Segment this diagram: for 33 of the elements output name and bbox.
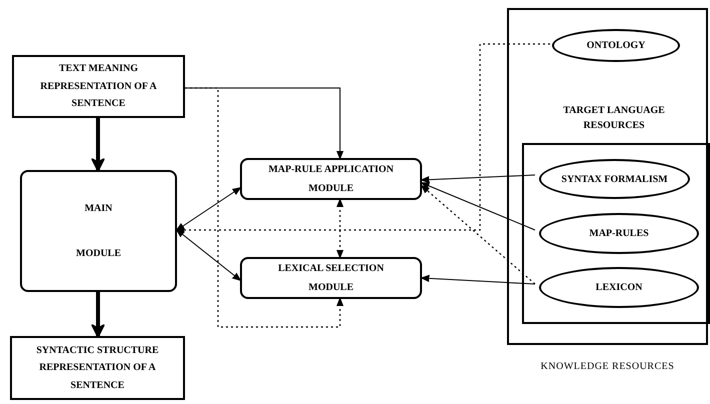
resource-ellipse (539, 159, 690, 199)
group-heading: KNOWLEDGE RESOURCES (540, 360, 676, 374)
node-label: TEXT MEANING REPRESENTATION OF A SENTENCE (39, 62, 158, 112)
arrow (176, 43, 550, 234)
arrow (420, 182, 536, 230)
arrow (336, 198, 344, 258)
node-label: LEXICON (594, 281, 644, 295)
process-box (10, 336, 185, 400)
arrow (90, 118, 106, 172)
node-label: MODULE (75, 247, 122, 262)
arrow (184, 88, 344, 160)
node-label: SYNTACTIC STRUCTURE REPRESENTATION OF A SENTENCE (35, 344, 160, 393)
node-label: MAP-RULES (588, 227, 650, 241)
arrow (420, 274, 536, 284)
arrow (420, 174, 536, 184)
arrow (176, 229, 242, 281)
module-box (240, 158, 422, 200)
node-label: SYNTAX FORMALISM (560, 172, 669, 186)
resource-ellipse (552, 29, 680, 62)
resource-ellipse (539, 267, 699, 308)
arrow (185, 87, 344, 328)
resource-ellipse (539, 213, 699, 254)
module-box (20, 170, 177, 292)
node-label: LEXICAL SELECTION MODULE (277, 262, 385, 295)
arrow (90, 292, 106, 338)
node-label: MAIN (84, 202, 114, 216)
arrow (176, 187, 242, 231)
node-label: ONTOLOGY (586, 39, 646, 53)
module-box (240, 257, 422, 299)
arrow (421, 185, 536, 284)
process-box (12, 55, 185, 118)
group-heading: TARGET LANGUAGE RESOURCES (562, 104, 666, 133)
node-label: MAP-RULE APPLICATION MODULE (267, 163, 395, 196)
